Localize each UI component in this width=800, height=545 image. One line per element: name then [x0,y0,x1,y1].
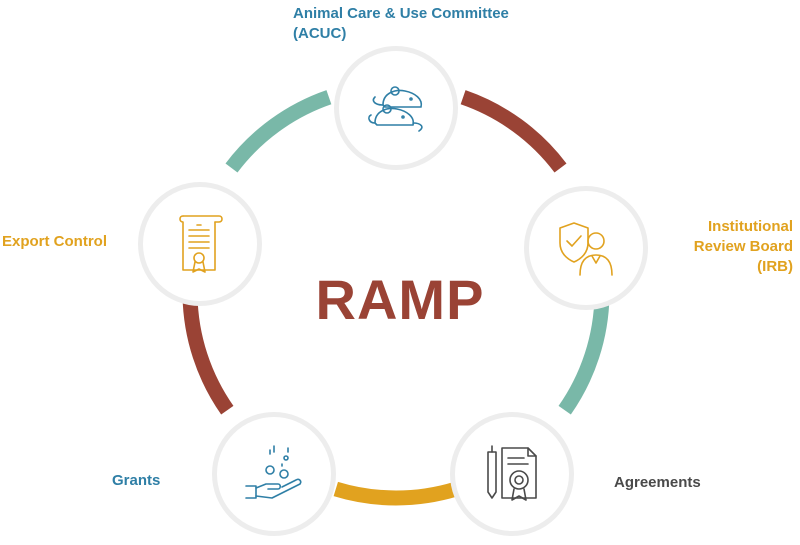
diagram-title: RAMP [315,268,485,331]
label-acuc: Animal Care & Use Committee (ACUC) [293,4,509,44]
arc-agreements-grants [333,481,459,506]
arc-grants-export [182,295,234,415]
node-grants [212,412,336,536]
label-acuc-line2: (ACUC) [293,25,347,42]
node-acuc [334,46,458,170]
node-export-control [138,182,262,306]
mice-icon [368,86,423,132]
arc-export-acuc [225,90,332,173]
label-irb-line3: (IRB) [757,258,793,275]
label-grants: Grants [112,472,161,489]
hand-coins-icon [245,445,302,499]
label-acuc-line1: Animal Care & Use Committee [293,5,509,22]
label-agreements: Agreements [614,474,701,491]
contract-certificate-icon [487,445,537,501]
node-agreements [450,412,574,536]
label-export-control: Export Control [2,233,107,250]
shield-person-icon [559,222,613,276]
label-irb: Institutional Review Board (IRB) [660,217,793,277]
label-irb-line1: Institutional [708,218,793,235]
label-irb-line2: Review Board [693,238,793,255]
arc-irb-agreements [558,295,610,415]
node-irb [524,186,648,310]
arc-acuc-irb [460,90,567,173]
scroll-document-icon [179,215,223,273]
